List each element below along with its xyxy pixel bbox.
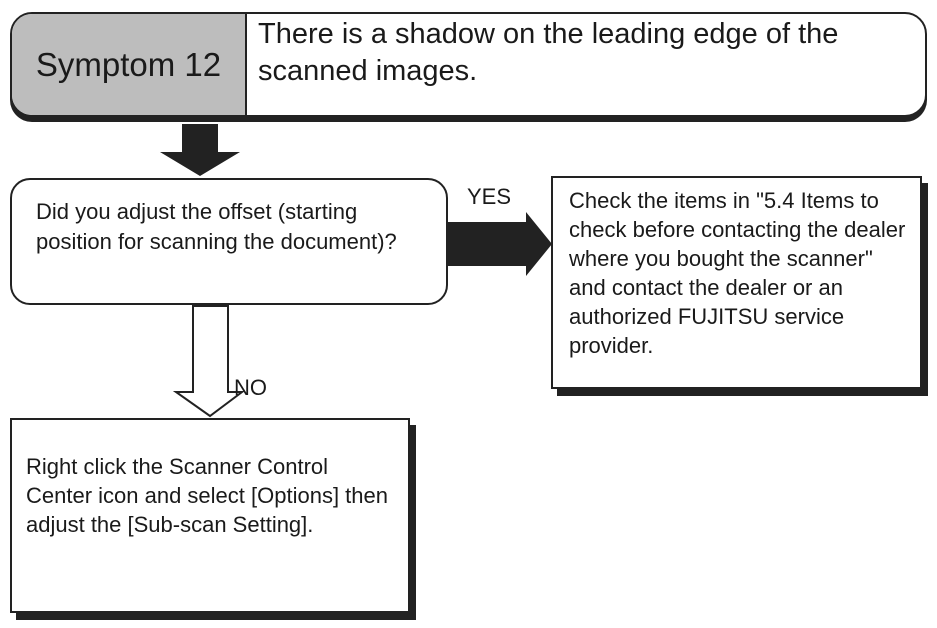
no-arrow-icon (172, 305, 245, 418)
no-result-text: Right click the Scanner Control Center i… (26, 454, 388, 537)
yes-label: YES (467, 184, 512, 209)
down-arrow-icon (160, 124, 240, 176)
no-result-box (10, 418, 410, 613)
question-box (10, 178, 448, 305)
yes-result-box (551, 176, 922, 389)
yes-result-text: Check the items in "5.4 Items to check b… (569, 188, 906, 358)
yes-arrow-icon (448, 212, 552, 276)
symptom-label-cell: Symptom 12 (12, 14, 247, 115)
question-text: Did you adjust the offset (starting posi… (36, 199, 397, 254)
no-label: NO (234, 375, 267, 400)
symptom-label: Symptom 12 (35, 45, 222, 83)
symptom-description: There is a shadow on the leading edge of… (258, 18, 839, 87)
symptom-header: Symptom 12 (10, 12, 927, 117)
